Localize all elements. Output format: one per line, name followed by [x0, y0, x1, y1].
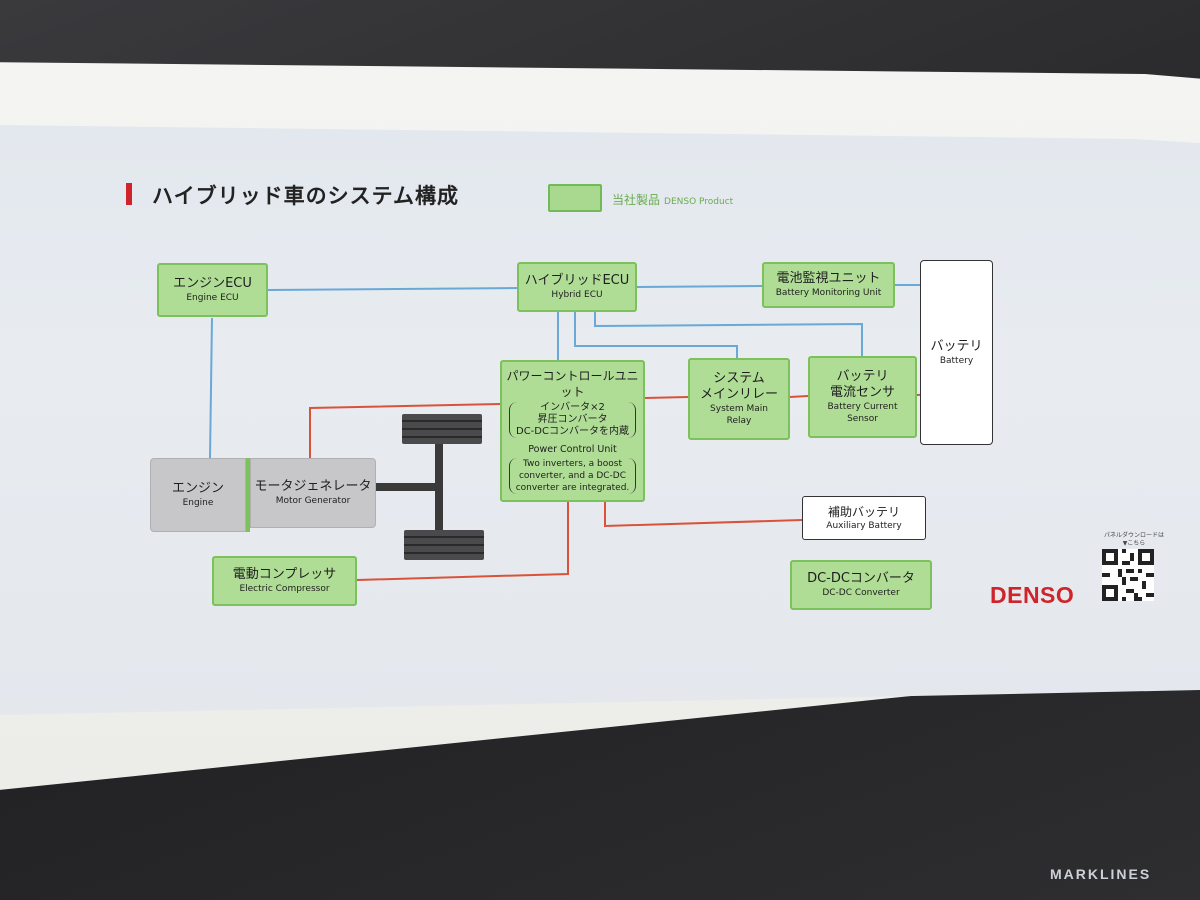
battery-monitoring-en: Battery Monitoring Unit	[775, 288, 882, 298]
line-pcu-to-relay	[644, 396, 689, 399]
pcu-jp-details: インバータ×2 昇圧コンバータ DC-DCコンバータを内蔵	[509, 402, 636, 438]
relay-en-line-2: Relay	[726, 416, 752, 426]
signal-lines	[209, 284, 920, 459]
sensor-jp-line-2: 電流センサ	[829, 385, 895, 400]
line-relay-to-sensor	[789, 395, 809, 398]
axle	[435, 425, 443, 543]
sensor-en-line-2: Sensor	[847, 414, 878, 424]
drivetrain	[376, 425, 443, 543]
pcu-en: Power Control Unit	[528, 444, 617, 455]
denso-logo: DENSO	[990, 582, 1075, 608]
line-motor-generator-to-pcu	[309, 403, 501, 460]
diagram-title: ハイブリッド車のシステム構成	[152, 184, 459, 208]
pcu-en-line-1: Two inverters, a boost	[522, 459, 622, 469]
relay-jp-line-1: システム	[713, 371, 765, 386]
engine-ecu-box: エンジンECU Engine ECU	[157, 263, 268, 317]
pcu-jp-line-1: インバータ×2	[540, 402, 605, 413]
engine-motor-divider	[246, 458, 250, 532]
pcu-jp: パワーコントロールユニット	[506, 369, 639, 399]
battery-monitoring-jp: 電池監視ユニット	[776, 271, 881, 286]
drive-shaft	[376, 483, 438, 491]
line-pcu-to-aux-battery	[604, 502, 803, 528]
battery-en: Battery	[939, 355, 974, 366]
battery-current-sensor-box: バッテリ 電流センサ Battery Current Sensor	[808, 356, 917, 438]
line-engine-ecu-to-engine	[209, 317, 213, 459]
relay-en-line-1: System Main	[710, 404, 768, 414]
motor-generator-jp: モータジェネレータ	[254, 479, 372, 494]
motor-generator-en: Motor Generator	[275, 496, 351, 506]
pcu-box: パワーコントロールユニット インバータ×2 昇圧コンバータ DC-DCコンバータ…	[500, 360, 645, 502]
dcdc-converter-box: DC-DCコンバータ DC-DC Converter	[790, 560, 932, 610]
line-hybrid-ecu-to-battery-monitor	[636, 285, 763, 288]
aux-battery-jp: 補助バッテリ	[827, 505, 900, 519]
hybrid-ecu-jp: ハイブリッドECU	[524, 273, 630, 288]
legend-swatch	[548, 184, 602, 212]
line-pcu-to-compressor	[356, 502, 569, 581]
engine-ecu-jp: エンジンECU	[173, 276, 252, 291]
compressor-en: Electric Compressor	[239, 584, 330, 594]
qr-code-icon	[1102, 549, 1154, 601]
hybrid-ecu-box: ハイブリッドECU Hybrid ECU	[517, 262, 637, 312]
engine-ecu-en: Engine ECU	[186, 293, 239, 303]
line-engine-ecu-to-hybrid-ecu	[267, 287, 519, 291]
dcdc-en: DC-DC Converter	[822, 588, 900, 598]
electric-compressor-box: 電動コンプレッサ Electric Compressor	[212, 556, 357, 606]
hybrid-ecu-en: Hybrid ECU	[551, 290, 603, 300]
relay-jp-line-2: メインリレー	[699, 387, 778, 402]
line-hybrid-ecu-to-relay	[574, 312, 738, 360]
motor-generator-box: モータジェネレータ Motor Generator	[250, 458, 376, 528]
watermark: MARKLINES	[1050, 866, 1152, 882]
battery-monitoring-box: 電池監視ユニット Battery Monitoring Unit	[762, 262, 895, 308]
engine-jp: エンジン	[171, 481, 224, 496]
qr-label-line-1: パネルダウンロードは	[1104, 532, 1165, 539]
aux-battery-en: Auxiliary Battery	[826, 521, 902, 531]
pcu-en-line-3: converter are integrated.	[515, 483, 630, 493]
sensor-jp-line-1: バッテリ	[836, 369, 889, 384]
pcu-en-line-2: converter, and a DC-DC	[518, 471, 627, 481]
pcu-jp-line-2: 昇圧コンバータ	[537, 414, 608, 425]
battery-box: バッテリ Battery	[920, 260, 993, 445]
engine-en: Engine	[182, 498, 214, 508]
wheel-upper	[402, 414, 482, 444]
wheel-lower	[404, 530, 484, 560]
battery-jp: バッテリ	[930, 338, 983, 354]
sensor-en-line-1: Battery Current	[827, 402, 898, 412]
engine-box: エンジン Engine	[150, 458, 246, 532]
line-hybrid-ecu-to-current-sensor	[594, 312, 863, 356]
pcu-jp-line-3: DC-DCコンバータを内蔵	[516, 426, 629, 437]
system-main-relay-box: システム メインリレー System Main Relay	[688, 358, 790, 440]
title-accent-bar	[126, 183, 132, 205]
qr-label-line-2: ▼こちら	[1122, 540, 1146, 547]
compressor-jp: 電動コンプレッサ	[232, 567, 337, 582]
pcu-en-details: Two inverters, a boost converter, and a …	[508, 458, 637, 494]
legend-jp: 当社製品	[612, 193, 661, 207]
auxiliary-battery-box: 補助バッテリ Auxiliary Battery	[802, 496, 926, 540]
qr-label: パネルダウンロードは ▼こちら	[1104, 532, 1164, 548]
dcdc-jp: DC-DCコンバータ	[807, 571, 915, 586]
power-lines	[309, 393, 936, 581]
legend-en: DENSO Product	[664, 197, 734, 207]
